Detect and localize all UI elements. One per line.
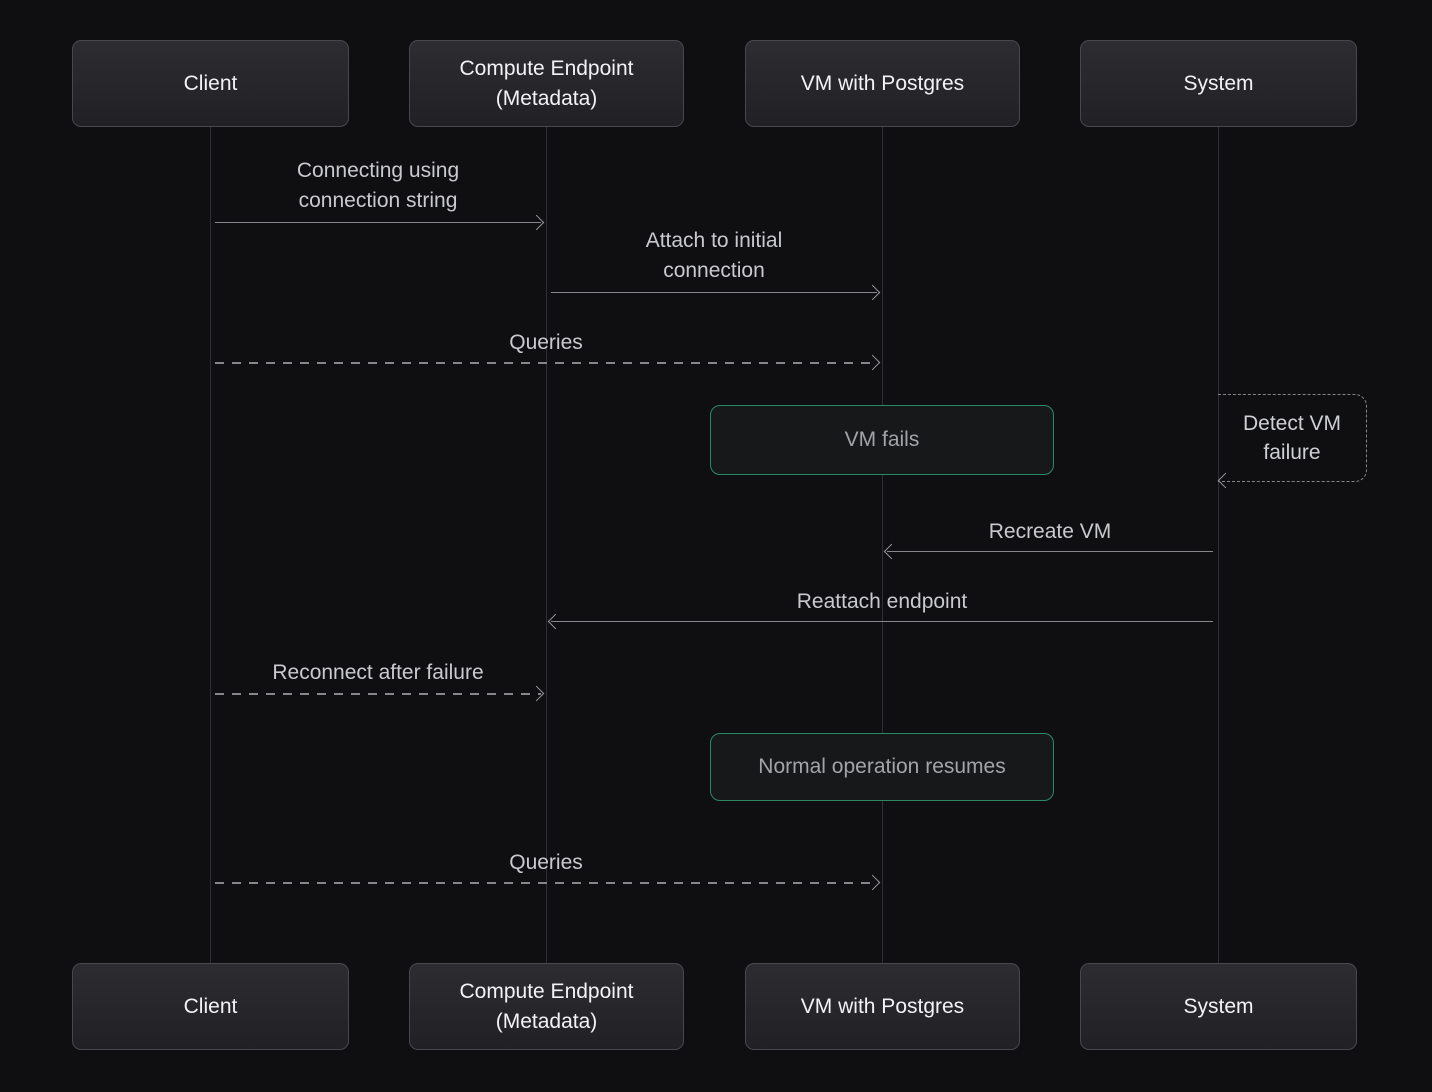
actor-vm-with-postgres-top: VM with Postgres (745, 40, 1020, 127)
actor-compute-endpoint-top: Compute Endpoint (Metadata) (409, 40, 684, 127)
message-line-connecting (215, 214, 545, 230)
message-line-queries-2 (215, 874, 881, 891)
arrowhead-right-icon (528, 214, 545, 230)
message-label-attach: Attach to initial connection (645, 229, 783, 282)
arrowhead-right-icon (864, 284, 881, 300)
arrowhead-right-icon (528, 685, 545, 702)
actor-client-bottom: Client (72, 963, 349, 1050)
message-label-reconnect: Reconnect after failure (272, 661, 484, 684)
message-label-reattach-endpoint: Reattach endpoint (796, 590, 968, 613)
message-line-attach (551, 284, 881, 300)
self-message-detect-vm-failure: Detect VM failure (1218, 394, 1367, 482)
actor-system-top: System (1080, 40, 1357, 127)
actor-system-bottom: System (1080, 963, 1357, 1050)
message-line-recreate-vm (883, 543, 1213, 559)
message-line-reconnect (215, 685, 545, 702)
note-vm-fails: VM fails (710, 405, 1054, 475)
message-line-reattach-endpoint (547, 613, 1213, 629)
lifeline-vm-with-postgres (882, 127, 883, 963)
note-normal-operation-resumes: Normal operation resumes (710, 733, 1054, 801)
actor-client-top: Client (72, 40, 349, 127)
actor-compute-endpoint-bottom: Compute Endpoint (Metadata) (409, 963, 684, 1050)
actor-vm-with-postgres-bottom: VM with Postgres (745, 963, 1020, 1050)
lifeline-system (1218, 127, 1219, 963)
message-label-queries-2: Queries (509, 851, 583, 874)
lifeline-client (210, 127, 211, 963)
lifeline-compute-endpoint (546, 127, 547, 963)
message-line-queries-1 (215, 354, 881, 371)
message-label-recreate-vm: Recreate VM (988, 520, 1112, 543)
message-label-connecting: Connecting using connection string (296, 159, 460, 212)
message-label-queries-1: Queries (509, 331, 583, 354)
